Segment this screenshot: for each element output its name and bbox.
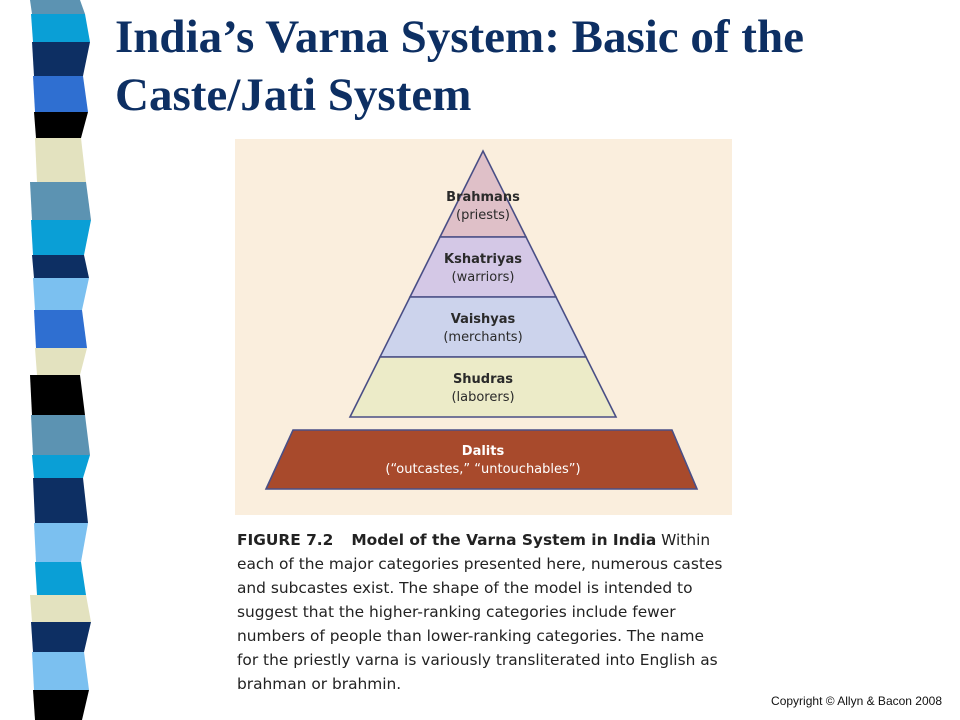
stripe-block — [32, 42, 90, 76]
copyright-notice: Copyright © Allyn & Bacon 2008 — [771, 694, 942, 708]
stripe-block — [30, 375, 85, 415]
pyramid-level-desc: (merchants) — [443, 330, 522, 345]
stripe-block — [33, 76, 88, 112]
pyramid-level-name: Shudras — [453, 372, 513, 387]
figure-title: Model of the Varna System in India — [351, 531, 657, 549]
stripe-block — [35, 562, 86, 595]
decorative-stripe — [30, 0, 91, 720]
stripe-block — [35, 138, 86, 182]
pyramid-level-desc: (laborers) — [451, 390, 514, 405]
stripe-block — [32, 455, 90, 478]
stripe-block — [30, 182, 91, 220]
stripe-block — [34, 310, 87, 348]
pyramid-level-desc: (warriors) — [452, 270, 515, 285]
figure-caption-text: Within each of the major categories pres… — [237, 531, 723, 693]
stripe-block — [31, 14, 90, 42]
figure-caption: FIGURE 7.2 Model of the Varna System in I… — [237, 528, 727, 696]
stripe-block — [31, 220, 91, 255]
pyramid-level-dalits — [264, 429, 699, 490]
pyramid-level-name: Kshatriyas — [444, 252, 522, 267]
pyramid-level-shudras — [348, 356, 618, 418]
stripe-block — [32, 255, 89, 278]
stripe-block — [31, 415, 90, 455]
stripe-block — [30, 0, 85, 14]
pyramid-level-name: Dalits — [462, 444, 505, 459]
stripe-block — [33, 478, 88, 523]
stripe-block — [31, 622, 91, 652]
stripe-block — [30, 595, 91, 622]
figure-number: FIGURE 7.2 — [237, 531, 334, 549]
stripe-block — [33, 278, 89, 310]
pyramid-level-vaishyas — [378, 296, 588, 358]
pyramid-level-name: Brahmans — [446, 190, 520, 205]
pyramid-level-desc: (priests) — [456, 208, 510, 223]
stripe-block — [34, 523, 88, 562]
stripe-block — [32, 652, 89, 690]
stripe-block — [35, 348, 87, 375]
stripe-block — [33, 690, 89, 720]
slide-title: India’s Varna System: Basic of the Caste… — [115, 11, 804, 121]
stripe-block — [34, 112, 88, 138]
pyramid-level-desc: (“outcastes,” “untouchables”) — [385, 462, 580, 477]
pyramid-level-name: Vaishyas — [451, 312, 516, 327]
varna-pyramid-diagram: Brahmans (priests) Kshatriyas (warriors) Vai… — [235, 139, 732, 515]
